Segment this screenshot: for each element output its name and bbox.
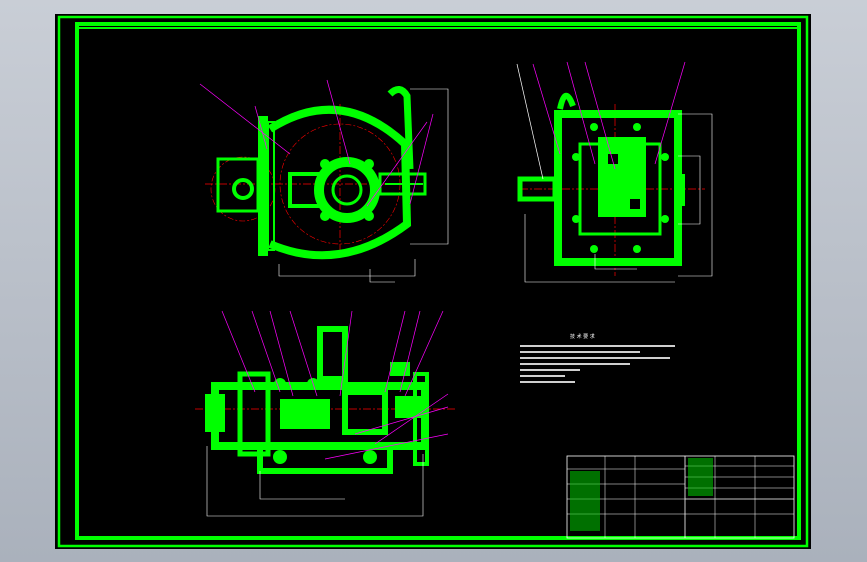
section-leader (374, 393, 449, 445)
front-bolt (364, 159, 374, 169)
front-leader (326, 79, 351, 165)
front-dim-bottom2 (369, 269, 395, 283)
side-dim-right (678, 113, 713, 277)
front-right-boss (378, 172, 427, 196)
front-leader (366, 121, 428, 207)
side-leader (516, 63, 544, 180)
side-leader (532, 63, 561, 155)
requirement-line (520, 345, 675, 347)
requirement-line (520, 357, 670, 359)
section-view (195, 310, 455, 517)
section-leader (354, 406, 449, 435)
title-block-filled-cells (570, 471, 600, 531)
side-gear-slot (630, 199, 640, 209)
side-bolt (590, 245, 598, 253)
section-leader (404, 310, 444, 397)
technical-requirements-title: 技 术 要 求 (570, 333, 595, 340)
front-leader (254, 105, 268, 150)
section-bolt (273, 450, 287, 464)
front-handle (387, 86, 414, 170)
sheet-outer-border (57, 15, 809, 548)
requirement-line (520, 375, 565, 377)
front-hub-outer (314, 157, 380, 223)
side-bolt (572, 215, 580, 223)
technical-requirements: 技 术 要 求 (520, 333, 675, 383)
front-shaft (288, 172, 322, 208)
section-gear (280, 399, 330, 429)
front-bolt (320, 211, 330, 221)
side-dim-bottom (524, 214, 675, 283)
section-dim-bottom2 (259, 471, 345, 500)
front-left-bore (232, 178, 254, 200)
section-leader (251, 310, 281, 393)
section-bearing-left (237, 371, 271, 457)
front-flange-inner (267, 121, 275, 251)
front-view (199, 79, 449, 283)
front-flange-left (258, 116, 268, 256)
side-bolt (633, 123, 641, 131)
section-dim-bottom (206, 446, 424, 517)
side-leader (584, 61, 616, 170)
section-right-wall (413, 372, 429, 466)
side-dim-bottom2 (594, 254, 637, 270)
side-handle (557, 92, 576, 110)
section-gear-right (342, 389, 388, 435)
front-left-block (216, 157, 260, 213)
requirement-line (520, 363, 630, 365)
section-leader (384, 310, 406, 393)
requirement-line (520, 351, 640, 353)
section-leader (289, 310, 318, 397)
section-leader (324, 433, 449, 460)
section-leader (221, 310, 256, 393)
section-base (257, 443, 393, 474)
section-leader (339, 310, 353, 397)
front-leader (409, 113, 434, 205)
front-bolt (320, 159, 330, 169)
front-hub-bore (331, 174, 363, 206)
side-output-boss (675, 174, 685, 206)
drawing-sheet: 技 术 要 求 (57, 15, 809, 548)
side-dim-right2 (678, 155, 701, 225)
section-leader (399, 310, 421, 393)
cad-drawing-viewport[interactable]: 技 术 要 求 (55, 14, 811, 549)
section-bolt (274, 378, 286, 390)
side-bolt (572, 153, 580, 161)
side-input-shaft (517, 176, 558, 202)
front-dim-right (410, 88, 449, 245)
section-bolt (363, 450, 377, 464)
section-right-boss (395, 396, 425, 418)
front-dim-bottom (278, 259, 416, 277)
requirement-line (520, 381, 575, 383)
section-top-shaft (317, 326, 348, 382)
sheet-inner-border (75, 22, 801, 540)
side-view (516, 61, 713, 283)
requirement-line (520, 369, 580, 371)
side-bolt (661, 215, 669, 223)
front-bolt (364, 211, 374, 221)
side-bolt (590, 123, 598, 131)
title-block (566, 455, 795, 539)
side-bolt (661, 153, 669, 161)
side-gear-slot (608, 154, 618, 164)
section-left-cap (205, 394, 225, 432)
side-bolt (633, 245, 641, 253)
section-leader (269, 310, 294, 397)
title-block-filled-cells (688, 458, 713, 496)
side-leader (654, 61, 686, 165)
front-leader (199, 83, 291, 155)
title-block-frame (566, 455, 795, 539)
side-leader (566, 61, 596, 165)
